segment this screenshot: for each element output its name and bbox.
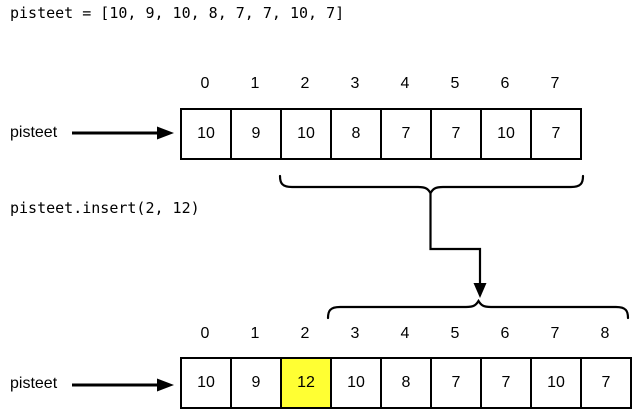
array-cell: 9 — [232, 359, 282, 407]
index-label: 6 — [500, 75, 510, 92]
overbrace-icon — [326, 298, 630, 320]
index-label: 4 — [400, 75, 410, 92]
array-cell: 10 — [332, 359, 382, 407]
index-label: 0 — [200, 325, 210, 342]
array-cell: 7 — [432, 110, 482, 158]
array-cell: 7 — [582, 359, 630, 407]
array-cell: 8 — [382, 359, 432, 407]
index-label: 1 — [250, 75, 260, 92]
array-cell: 8 — [332, 110, 382, 158]
array-before: 10 9 10 8 7 7 10 7 — [180, 108, 582, 160]
insert-flow-arrow-icon — [429, 193, 487, 298]
array-cell: 10 — [482, 110, 532, 158]
array-cell: 10 — [182, 359, 232, 407]
index-label: 4 — [400, 325, 410, 342]
array-cell: 9 — [232, 110, 282, 158]
index-label: 7 — [550, 325, 560, 342]
index-label: 1 — [250, 325, 260, 342]
array-cell: 7 — [532, 110, 580, 158]
array-cell: 10 — [532, 359, 582, 407]
array-cell-highlighted: 12 — [282, 359, 332, 407]
index-label: 6 — [500, 325, 510, 342]
array-cell: 7 — [482, 359, 532, 407]
index-label: 5 — [450, 325, 460, 342]
variable-label-before: pisteet — [10, 124, 58, 141]
index-label: 0 — [200, 75, 210, 92]
array-after: 10 9 12 10 8 7 7 10 7 — [180, 357, 632, 409]
index-label: 5 — [450, 75, 460, 92]
code-line-2: pisteet.insert(2, 12) — [10, 199, 200, 217]
index-row-after: 0 1 2 3 4 5 6 7 8 — [180, 324, 630, 344]
array-cell: 7 — [382, 110, 432, 158]
variable-label-after: pisteet — [10, 375, 58, 392]
index-label: 8 — [600, 325, 610, 342]
array-cell: 10 — [282, 110, 332, 158]
index-label: 3 — [350, 325, 360, 342]
index-label: 7 — [550, 75, 560, 92]
code-line-1: pisteet = [10, 9, 10, 8, 7, 7, 10, 7] — [10, 4, 345, 22]
index-label: 3 — [350, 75, 360, 92]
index-label: 2 — [300, 325, 310, 342]
label-arrow-icon — [72, 126, 174, 140]
index-label: 2 — [300, 75, 310, 92]
label-arrow-icon — [72, 378, 174, 392]
array-cell: 7 — [432, 359, 482, 407]
array-cell: 10 — [182, 110, 232, 158]
index-row-before: 0 1 2 3 4 5 6 7 — [180, 74, 580, 94]
